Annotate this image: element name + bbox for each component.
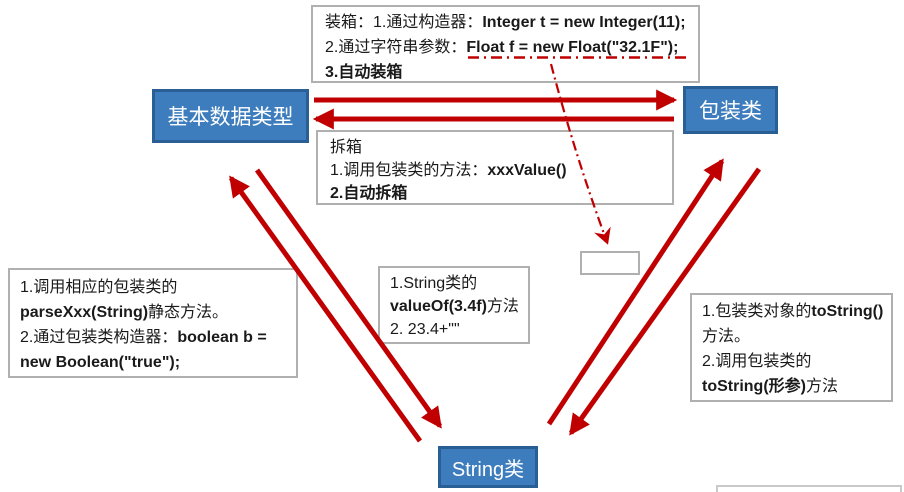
unboxing-line2-text: 1.调用包装类的方法： — [330, 162, 488, 179]
middle-note-line2-text: 方法 — [486, 298, 519, 315]
wrapper-class-node: 包装类 — [683, 86, 778, 134]
boxing-note: 装箱：1.通过构造器：Integer t = new Integer(11); … — [311, 5, 700, 83]
boxing-line-1: 装箱：1.通过构造器：Integer t = new Integer(11); — [325, 10, 686, 35]
right-note-line-1: 1.包装类对象的toString() — [702, 299, 884, 324]
boxing-line-2: 2.通过字符串参数：Float f = new Float("32.1F"); — [325, 35, 686, 60]
left-note-line3-text: 2.通过包装类构造器： — [20, 329, 178, 346]
left-note-line-2: parseXxx(String)静态方法。 — [20, 300, 286, 325]
left-note-line2-text: 静态方法。 — [148, 304, 229, 321]
unboxing-line-1: 拆箱 — [330, 139, 363, 156]
unboxing-line2-code: xxxValue() — [487, 162, 567, 179]
middle-note-line2-code: valueOf(3.4f) — [390, 298, 487, 315]
left-note-line3-code: boolean b = — [177, 329, 267, 346]
left-note-line-1: 1.调用相应的包装类的 — [20, 279, 178, 296]
right-note-line-3: 2.调用包装类的 — [702, 353, 812, 370]
boxing-line2-text: 2.通过字符串参数： — [325, 39, 467, 56]
right-note-line4-code: toString(形参) — [702, 378, 806, 395]
middle-note-line-2: valueOf(3.4f)方法 — [390, 295, 519, 318]
boxing-line1-code: Integer t = new Integer(11); — [482, 14, 686, 31]
boxing-line-3: 3.自动装箱 — [325, 64, 403, 81]
primitive-type-node: 基本数据类型 — [152, 89, 309, 143]
middle-note-line-3: 2. 23.4+"" — [390, 321, 460, 338]
right-note-line-2: 方法。 — [702, 328, 751, 345]
right-note-line1-code: toString() — [811, 303, 884, 320]
string-class-node: String类 — [438, 446, 538, 488]
empty-callout-box — [580, 251, 640, 275]
wrapper-to-string-note: 1.包装类对象的toString() 方法。 2.调用包装类的 toString… — [690, 293, 893, 402]
boxing-line2-code: Float f = new Float("32.1F"); — [466, 39, 679, 56]
primitive-to-string-note: 1.String类的 valueOf(3.4f)方法 2. 23.4+"" — [378, 266, 530, 344]
left-note-line2-code: parseXxx(String) — [20, 304, 149, 321]
string-class-label: String类 — [451, 458, 525, 481]
cutoff-box — [716, 485, 902, 492]
left-note-line-4: new Boolean("true"); — [20, 354, 181, 371]
right-note-line1-text: 1.包装类对象的 — [702, 303, 812, 320]
right-note-line4-text: 方法 — [805, 378, 838, 395]
middle-note-line-1: 1.String类的 — [390, 275, 478, 292]
right-note-line-4: toString(形参)方法 — [702, 374, 881, 399]
unboxing-line-2: 1.调用包装类的方法：xxxValue() — [330, 159, 660, 182]
wrapper-class-label: 包装类 — [699, 100, 762, 123]
unboxing-note: 拆箱 1.调用包装类的方法：xxxValue() 2.自动拆箱 — [316, 130, 674, 205]
left-note-line-3: 2.通过包装类构造器：boolean b = — [20, 325, 286, 350]
unboxing-line-3: 2.自动拆箱 — [330, 185, 408, 202]
string-to-primitive-note: 1.调用相应的包装类的 parseXxx(String)静态方法。 2.通过包装… — [8, 268, 298, 378]
primitive-type-label: 基本数据类型 — [167, 106, 294, 129]
boxing-line1-text: 装箱：1.通过构造器： — [325, 14, 483, 31]
